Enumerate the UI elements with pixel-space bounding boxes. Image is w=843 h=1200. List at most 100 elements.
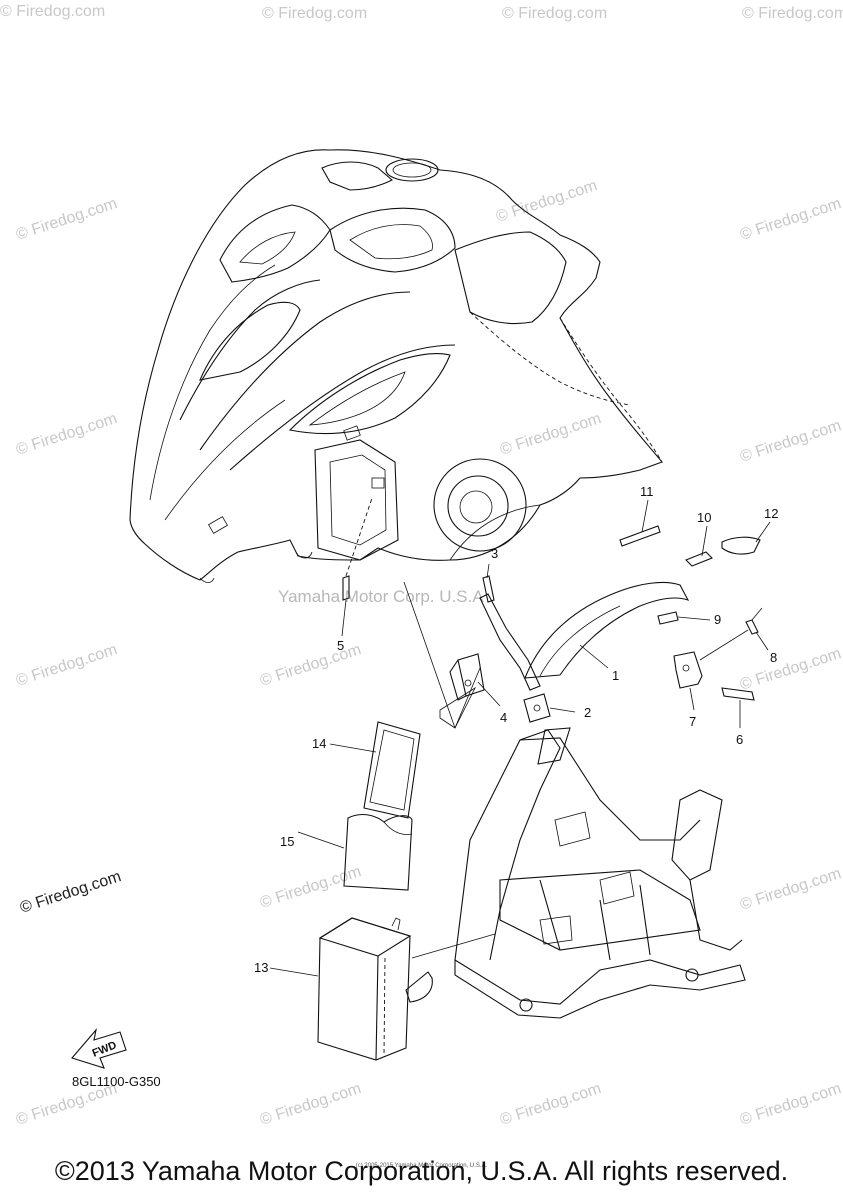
lower-tab — [208, 516, 228, 534]
pad-11 — [619, 525, 661, 547]
watermark-site: © Firedog.com — [14, 195, 119, 244]
bolt-5 — [342, 575, 350, 601]
callout-4: 4 — [500, 710, 507, 725]
leader-2 — [549, 707, 576, 713]
guard-1-edge — [539, 605, 621, 677]
watermark-site: © Firedog.com — [258, 863, 363, 912]
watermark-site: © Firedog.com — [498, 1080, 603, 1129]
fender-outline — [129, 149, 663, 581]
fine-print: (c) 2005-2015 Yamaha Motor Corporation, … — [355, 1163, 488, 1169]
watermark-site: © Firedog.com — [494, 177, 599, 226]
bracket-7 — [673, 651, 703, 689]
part-9-clip — [657, 611, 711, 625]
leader-5-hidden — [345, 497, 373, 577]
hood-rib-right — [229, 344, 456, 471]
callout-14: 14 — [312, 736, 326, 751]
part-11-pad — [619, 499, 661, 547]
leader-7 — [689, 687, 695, 711]
frame-gusset — [539, 915, 573, 945]
leader-12 — [755, 521, 771, 543]
console-inner — [349, 224, 433, 260]
contour — [449, 504, 541, 561]
callout-5: 5 — [337, 638, 344, 653]
callout-10: 10 — [697, 510, 711, 525]
fwd-arrow-icon: FWD — [71, 1028, 127, 1069]
hood-rib-left — [179, 279, 321, 421]
watermark-site: © Firedog.com — [502, 5, 607, 22]
watermark-site: © Firedog.com — [0, 3, 105, 20]
battery-13-body — [317, 917, 411, 1061]
watermark-site: © Firedog.com — [738, 865, 843, 914]
part-4-bracket — [449, 653, 501, 707]
leader-13 — [269, 967, 319, 977]
callout-2: 2 — [584, 705, 591, 720]
contour — [164, 399, 286, 521]
hood-rib-center — [199, 291, 411, 451]
callout-9: 9 — [714, 612, 721, 627]
frame-assembly — [411, 727, 746, 1019]
wheel-hub-mid — [447, 475, 509, 537]
battery-13-strap — [383, 957, 386, 1056]
frame-lower — [454, 959, 746, 1019]
front-fender-assembly — [129, 149, 663, 583]
nose-headlight — [219, 204, 331, 283]
watermark-site: © Firedog.com — [738, 195, 843, 244]
fwd-arrow-outline — [71, 1028, 127, 1069]
lower-bracket — [314, 439, 399, 561]
leader-11 — [641, 499, 649, 533]
bolt-8-shaft — [751, 607, 763, 621]
pad-10 — [685, 551, 713, 567]
frame-skid-right — [689, 879, 743, 951]
watermark-site: © Firedog.com — [738, 645, 843, 694]
filler-cap — [385, 158, 439, 182]
watermark-site: © Firedog.com — [738, 417, 843, 466]
battery-13-terminal — [391, 917, 401, 931]
guard-1 — [524, 581, 690, 679]
bracket-4 — [449, 653, 485, 701]
frame-tube — [519, 737, 701, 841]
frame-brace — [539, 879, 651, 961]
part-3-screw — [482, 563, 495, 603]
hook-mid — [295, 551, 313, 559]
watermark-site: © Firedog.com — [258, 641, 363, 690]
hidden-edge-lower — [559, 317, 663, 463]
headlight-lens — [239, 231, 296, 265]
mount-tab — [343, 425, 361, 441]
top-lid — [321, 161, 393, 191]
side-scoop-inner — [308, 371, 406, 426]
mount-tab — [371, 477, 385, 489]
leader-1 — [579, 644, 609, 669]
callout-7: 7 — [689, 714, 696, 729]
battery-13-top — [318, 917, 412, 957]
callout-labels: 1 2 3 4 5 6 7 8 9 10 11 12 13 14 15 — [254, 484, 778, 975]
watermark-site-dark: © Firedog.com — [18, 868, 123, 917]
callout-11: 11 — [640, 484, 654, 499]
watermark-site: © Firedog.com — [258, 1080, 363, 1129]
watermark-site: © Firedog.com — [14, 410, 119, 459]
part-13-battery — [269, 917, 433, 1061]
hook-left — [199, 577, 215, 583]
plate-6 — [721, 687, 755, 701]
part-5-bolt — [341, 497, 373, 637]
battery-13-edge — [375, 955, 379, 1061]
drawing-code: 8GL1100-G350 — [72, 1074, 161, 1089]
cover-15 — [343, 813, 413, 891]
wheel-hub-outer — [433, 458, 527, 552]
pad-12 — [721, 536, 761, 555]
bracket-7-hole — [682, 664, 690, 672]
frame-upper-post — [537, 727, 571, 765]
callout-1: 1 — [612, 668, 619, 683]
part-2-bracket — [523, 693, 576, 723]
watermark-site: © Firedog.com — [742, 5, 843, 22]
bracket-2 — [523, 693, 551, 723]
part-6-plate — [721, 687, 755, 728]
copyright-footer: ©2013 Yamaha Motor Corporation, U.S.A. A… — [54, 1156, 789, 1186]
part-12-pad — [721, 521, 771, 555]
cover-15-fold — [383, 821, 413, 835]
watermark-site: © Firedog.com — [498, 410, 603, 459]
pad-14 — [363, 721, 421, 819]
clip-9 — [657, 611, 679, 625]
frame-gusset — [554, 811, 591, 847]
frame-cross — [499, 869, 701, 951]
